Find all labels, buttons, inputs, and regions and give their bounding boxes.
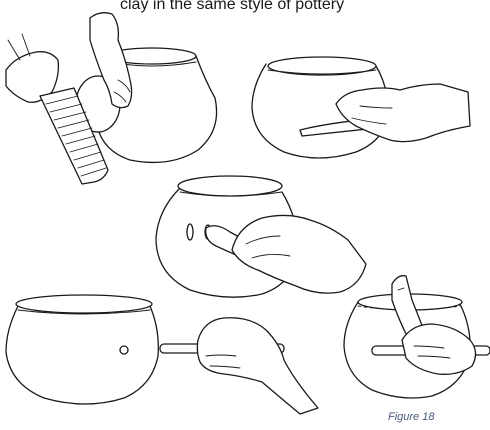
incising-pot-step	[156, 176, 366, 297]
paddle-and-anvil-step	[6, 13, 217, 184]
burnishing-stick-step	[6, 295, 318, 414]
smoothing-rib-step	[252, 57, 470, 158]
interior-smoothing-step	[344, 276, 490, 398]
figure-caption: Figure 18	[388, 411, 434, 423]
